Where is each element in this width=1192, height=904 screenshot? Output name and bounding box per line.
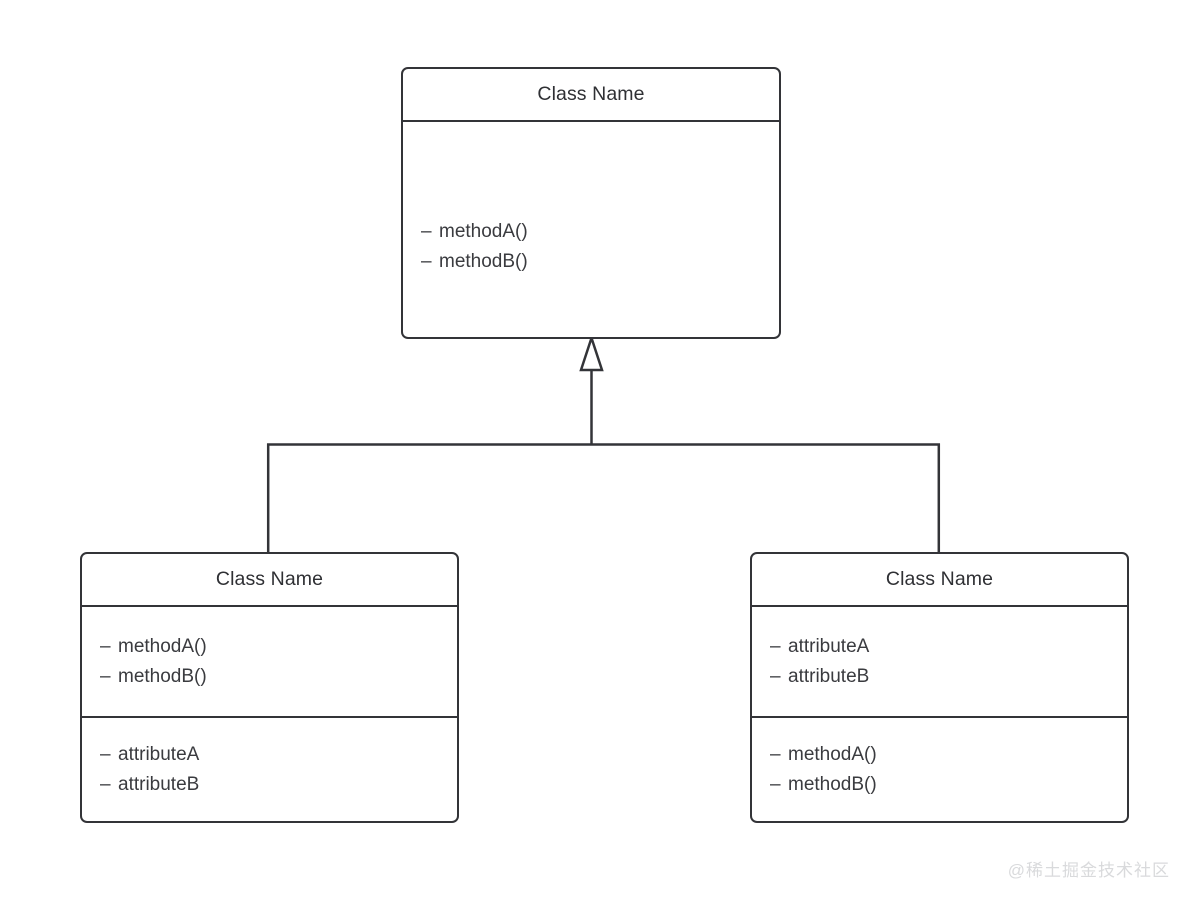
class-members-parent: –methodA() –methodB() bbox=[403, 122, 779, 337]
visibility-private-icon: – bbox=[421, 220, 432, 242]
member-label: attributeA bbox=[788, 635, 870, 657]
visibility-private-icon: – bbox=[100, 665, 111, 687]
member-label: attributeB bbox=[788, 665, 870, 687]
class-methods-child-right: –methodA() –methodB() bbox=[752, 716, 1127, 821]
class-attributes-child-left: –attributeA –attributeB bbox=[82, 716, 457, 821]
member-label: methodB() bbox=[118, 665, 207, 687]
visibility-private-icon: – bbox=[770, 773, 781, 795]
member-label: methodA() bbox=[118, 635, 207, 657]
watermark: @稀土掘金技术社区 bbox=[1007, 861, 1170, 880]
visibility-private-icon: – bbox=[770, 635, 781, 657]
member-label: attributeB bbox=[118, 773, 200, 795]
member-label: attributeA bbox=[118, 743, 200, 765]
visibility-private-icon: – bbox=[100, 635, 111, 657]
uml-class-child-left[interactable]: Class Name –methodA() –methodB() –attrib… bbox=[80, 552, 459, 823]
member-row: –attributeA bbox=[770, 632, 1127, 662]
member-row: –methodB() bbox=[421, 247, 779, 277]
member-label: methodB() bbox=[439, 250, 528, 272]
visibility-private-icon: – bbox=[100, 743, 111, 765]
visibility-private-icon: – bbox=[770, 665, 781, 687]
member-row: –attributeB bbox=[770, 662, 1127, 692]
member-row: –methodA() bbox=[770, 740, 1127, 770]
member-row: –attributeA bbox=[100, 740, 457, 770]
uml-class-parent[interactable]: Class Name –methodA() –methodB() bbox=[401, 67, 781, 339]
visibility-private-icon: – bbox=[421, 250, 432, 272]
member-label: methodA() bbox=[439, 220, 528, 242]
class-title-child-left: Class Name bbox=[82, 554, 457, 607]
visibility-private-icon: – bbox=[770, 743, 781, 765]
class-methods-child-left: –methodA() –methodB() bbox=[82, 607, 457, 716]
member-row: –methodB() bbox=[770, 770, 1127, 800]
member-row: –methodA() bbox=[421, 217, 779, 247]
member-row: –methodA() bbox=[100, 632, 457, 662]
visibility-private-icon: – bbox=[100, 773, 111, 795]
class-title-parent: Class Name bbox=[403, 69, 779, 122]
member-label: methodB() bbox=[788, 773, 877, 795]
class-attributes-child-right: –attributeA –attributeB bbox=[752, 607, 1127, 716]
member-row: –attributeB bbox=[100, 770, 457, 800]
class-title-child-right: Class Name bbox=[752, 554, 1127, 607]
uml-class-child-right[interactable]: Class Name –attributeA –attributeB –meth… bbox=[750, 552, 1129, 823]
inheritance-arrowhead-icon bbox=[579, 333, 604, 372]
member-label: methodA() bbox=[788, 743, 877, 765]
member-row: –methodB() bbox=[100, 662, 457, 692]
